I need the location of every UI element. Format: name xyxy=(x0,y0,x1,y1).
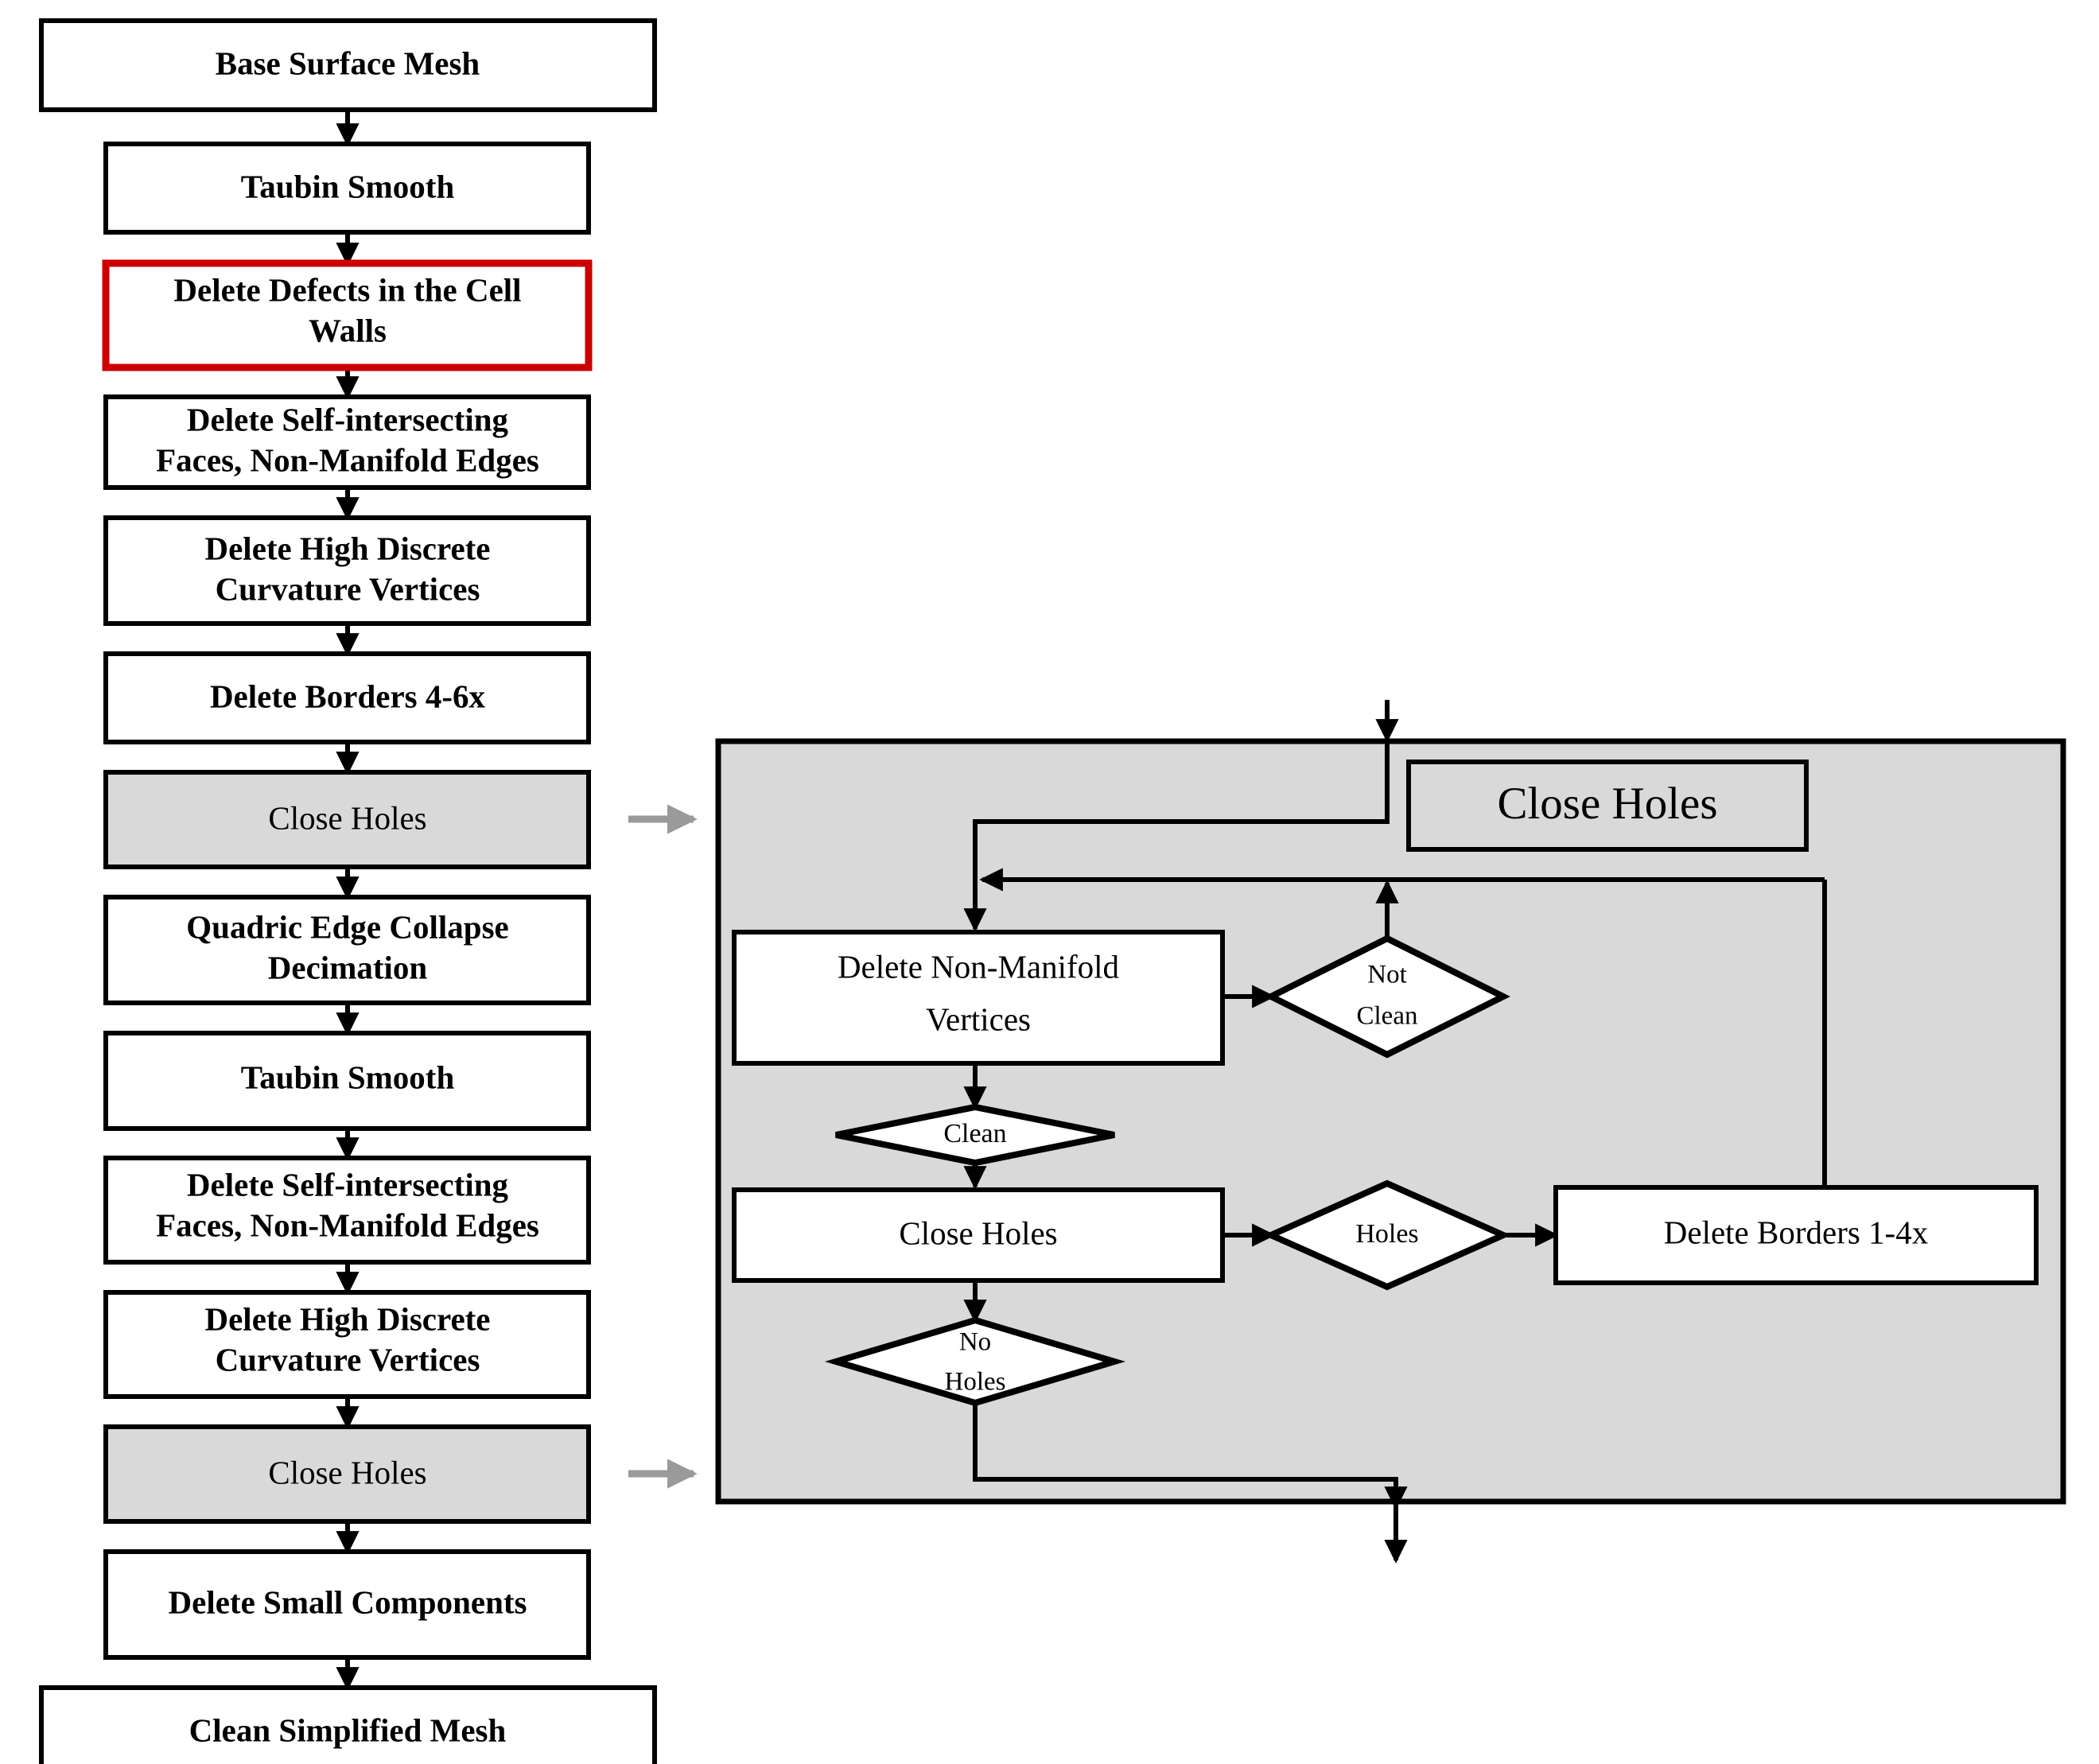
step-box-shaded[interactable] xyxy=(103,1424,591,1524)
decision-label-line1: Not xyxy=(1367,961,1407,989)
decision-label: Clean xyxy=(943,1119,1006,1148)
step-box[interactable] xyxy=(39,18,657,112)
decision-diamond[interactable] xyxy=(1263,1179,1511,1291)
step-box[interactable] xyxy=(103,515,591,626)
step-delete-defects[interactable]: Delete Defects in the Cell Walls xyxy=(102,259,593,371)
step-box[interactable] xyxy=(103,1156,591,1265)
step-box[interactable] xyxy=(103,1549,591,1660)
node-close-holes-step[interactable]: Close Holes xyxy=(732,1187,1225,1283)
step-close-holes-1[interactable]: Close Holes xyxy=(103,770,591,869)
subprocess-title-label: Close Holes xyxy=(1497,779,1717,829)
edge-no-holes-to-exit xyxy=(973,1403,1408,1510)
decision-label-line2: Clean xyxy=(1357,1002,1418,1031)
step-label: Close Holes xyxy=(268,1454,426,1490)
step-box[interactable] xyxy=(103,895,591,1005)
node-not-clean-decision[interactable]: Not Clean xyxy=(1264,934,1510,1059)
step-delete-high-curv-2[interactable]: Delete High Discrete Curvature Vertices xyxy=(103,1290,591,1399)
node-holes-decision[interactable]: Holes xyxy=(1263,1179,1511,1291)
step-label-line1: Delete Defects in the Cell xyxy=(173,271,521,308)
step-taubin-smooth-2[interactable]: Taubin Smooth xyxy=(103,1031,591,1131)
step-label-line1: Delete High Discrete xyxy=(205,1300,491,1337)
node-label-line1: Delete Non-Manifold xyxy=(838,948,1119,985)
step-label: Delete Borders 4-6x xyxy=(210,678,486,714)
step-delete-small-components[interactable]: Delete Small Components xyxy=(103,1549,591,1660)
subprocess-title: Close Holes xyxy=(1406,760,1809,852)
node-delete-borders-14x[interactable]: Delete Borders 1-4x xyxy=(1553,1185,2039,1285)
step-quadric-edge-collapse[interactable]: Quadric Edge Collapse Decimation xyxy=(103,895,591,1005)
step-delete-borders-46x[interactable]: Delete Borders 4-6x xyxy=(103,651,591,744)
step-delete-self-intersect-1[interactable]: Delete Self-intersecting Faces, Non-Mani… xyxy=(103,394,591,490)
step-delete-high-curv-1[interactable]: Delete High Discrete Curvature Vertices xyxy=(103,515,591,626)
step-label-line2: Decimation xyxy=(268,949,428,985)
step-clean-simplified-mesh[interactable]: Clean Simplified Mesh xyxy=(39,1685,657,1764)
decision-label: Holes xyxy=(1355,1219,1418,1249)
decision-diamond[interactable] xyxy=(824,1316,1126,1407)
step-box[interactable] xyxy=(103,1290,591,1399)
node-no-holes-decision[interactable]: No Holes xyxy=(824,1316,1126,1407)
step-base-surface-mesh[interactable]: Base Surface Mesh xyxy=(39,18,657,112)
step-box[interactable] xyxy=(103,651,591,744)
step-label: Taubin Smooth xyxy=(241,168,455,204)
step-close-holes-2[interactable]: Close Holes xyxy=(103,1424,591,1524)
step-label-line1: Delete Self-intersecting xyxy=(187,1166,509,1203)
step-label-line2: Curvature Vertices xyxy=(216,1341,480,1377)
step-box[interactable] xyxy=(39,1685,657,1764)
step-box[interactable] xyxy=(103,394,591,490)
step-box[interactable] xyxy=(103,142,591,235)
node-clean-decision[interactable]: Clean xyxy=(835,1103,1115,1167)
step-taubin-smooth-1[interactable]: Taubin Smooth xyxy=(103,142,591,235)
step-box[interactable] xyxy=(103,1031,591,1131)
step-label: Close Holes xyxy=(268,799,426,836)
edge-entry-to-delete-non-manifold xyxy=(963,741,1390,932)
step-label-line2: Walls xyxy=(309,312,387,348)
node-label: Close Holes xyxy=(899,1214,1057,1251)
node-label: Delete Borders 1-4x xyxy=(1664,1214,1928,1250)
node-box[interactable] xyxy=(732,930,1225,1066)
step-label-line2: Faces, Non-Manifold Edges xyxy=(156,441,539,478)
node-box[interactable] xyxy=(732,1187,1225,1283)
decision-diamond[interactable] xyxy=(835,1103,1115,1167)
node-box[interactable] xyxy=(1553,1185,2039,1285)
step-box-shaded[interactable] xyxy=(103,770,591,869)
subprocess-title-box xyxy=(1406,760,1809,852)
decision-diamond[interactable] xyxy=(1264,934,1510,1059)
decision-label-line1: No xyxy=(959,1328,991,1357)
step-label-line1: Delete High Discrete xyxy=(205,530,491,566)
step-label-line2: Faces, Non-Manifold Edges xyxy=(156,1206,539,1243)
decision-label-line2: Holes xyxy=(945,1368,1006,1397)
step-label: Clean Simplified Mesh xyxy=(189,1712,507,1748)
step-label-line2: Curvature Vertices xyxy=(216,570,480,607)
node-label-line2: Vertices xyxy=(926,1001,1031,1037)
step-label: Taubin Smooth xyxy=(241,1059,455,1095)
step-label: Delete Small Components xyxy=(169,1583,527,1620)
step-box-highlighted[interactable] xyxy=(102,259,593,371)
node-delete-non-manifold-vertices[interactable]: Delete Non-Manifold Vertices xyxy=(732,930,1225,1066)
step-label-line1: Quadric Edge Collapse xyxy=(186,908,508,945)
step-delete-self-intersect-2[interactable]: Delete Self-intersecting Faces, Non-Mani… xyxy=(103,1156,591,1265)
step-label: Base Surface Mesh xyxy=(216,45,480,81)
step-label-line1: Delete Self-intersecting xyxy=(187,401,509,437)
